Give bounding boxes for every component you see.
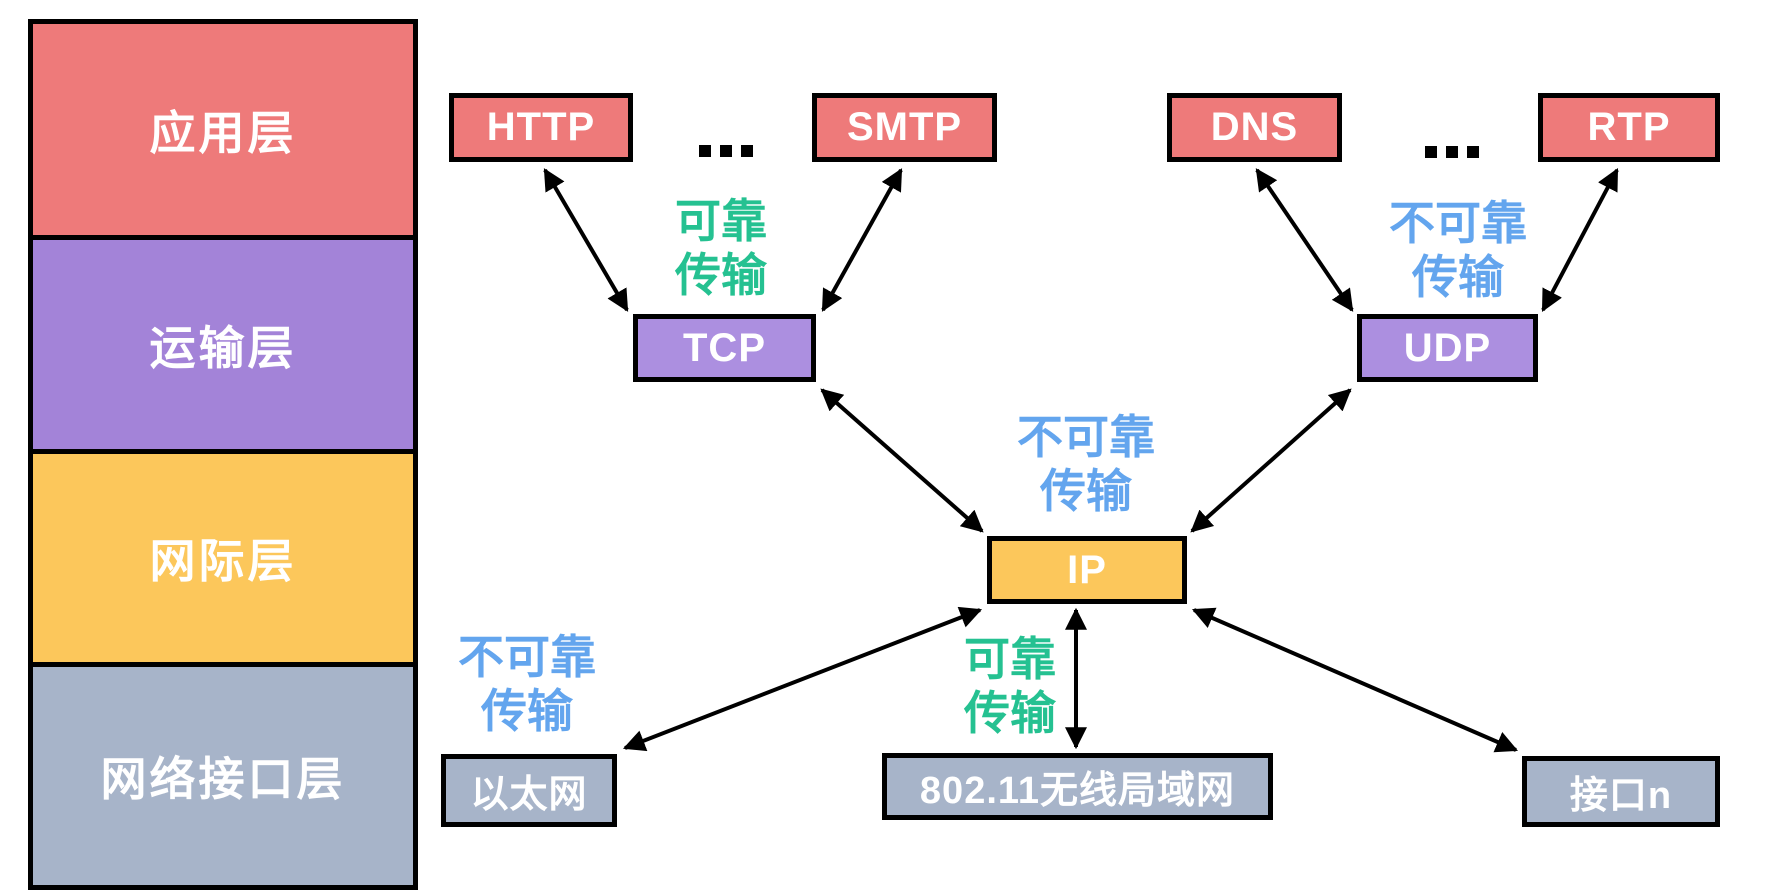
annotation-tcp-reliable: 可靠 传输 [675,194,767,302]
layer-application-label: 应用层 [149,106,297,159]
node-ethernet-label: 以太网 [470,774,588,816]
annotation-ethernet-unreliable: 不可靠 传输 [458,630,596,738]
arrow-smtp-tcp [821,168,903,312]
annotation-ip-unreliable: 不可靠 传输 [1017,410,1155,518]
annotation-line: 不可靠 [458,631,596,683]
ellipsis-dots-left [699,145,753,157]
annotation-wlan-reliable: 可靠 传输 [964,632,1056,740]
node-http: HTTP [449,93,633,162]
node-dns: DNS [1167,93,1342,162]
annotation-line: 不可靠 [1389,197,1527,249]
dot [1425,146,1437,158]
node-http-label: HTTP [486,105,596,149]
layer-application: 应用层 [28,19,418,240]
layer-network-interface: 网络接口层 [28,662,418,890]
layer-internet: 网际层 [28,449,418,667]
annotation-udp-unreliable: 不可靠 传输 [1389,196,1527,304]
arrow-tcp-ip [820,388,984,533]
node-tcp: TCP [633,314,816,382]
layer-transport-label: 运输层 [149,321,297,374]
layer-network-interface-label: 网络接口层 [100,753,346,805]
arrow-dns-udp [1255,168,1354,312]
ellipsis-dots-right [1425,146,1479,158]
node-wlan-label: 802.11无线局域网 [919,770,1236,812]
node-udp-label: UDP [1403,325,1492,370]
annotation-line: 传输 [675,249,767,301]
node-interface-n-label: 接口n [1569,775,1673,817]
dot [741,145,753,157]
node-udp: UDP [1357,314,1538,382]
node-dns-label: DNS [1210,105,1299,149]
layer-transport: 运输层 [28,235,418,454]
node-smtp-label: SMTP [846,105,963,149]
annotation-line: 传输 [964,687,1056,739]
arrow-ip-interface [1191,607,1519,753]
node-smtp: SMTP [812,93,997,162]
node-rtp-label: RTP [1587,105,1671,149]
arrow-http-tcp [543,168,629,312]
annotation-line: 传输 [1040,465,1132,517]
dot [720,145,732,157]
dot [699,145,711,157]
annotation-line: 不可靠 [1017,411,1155,463]
annotation-line: 可靠 [964,633,1056,685]
dot [1446,146,1458,158]
annotation-line: 可靠 [675,195,767,247]
node-ethernet: 以太网 [441,754,617,827]
annotation-line: 传输 [1412,251,1504,303]
node-interface-n: 接口n [1522,756,1720,827]
layer-internet-label: 网际层 [149,535,297,587]
node-ip: IP [987,536,1187,604]
arrow-udp-ip [1190,388,1352,533]
node-rtp: RTP [1538,93,1720,162]
node-tcp-label: TCP [683,325,766,370]
node-wlan: 802.11无线局域网 [882,753,1273,820]
node-ip-label: IP [1067,547,1107,592]
arrow-rtp-udp [1541,168,1619,312]
arrow-ip-ethernet [622,606,983,752]
dot [1467,146,1479,158]
annotation-line: 传输 [481,685,573,737]
